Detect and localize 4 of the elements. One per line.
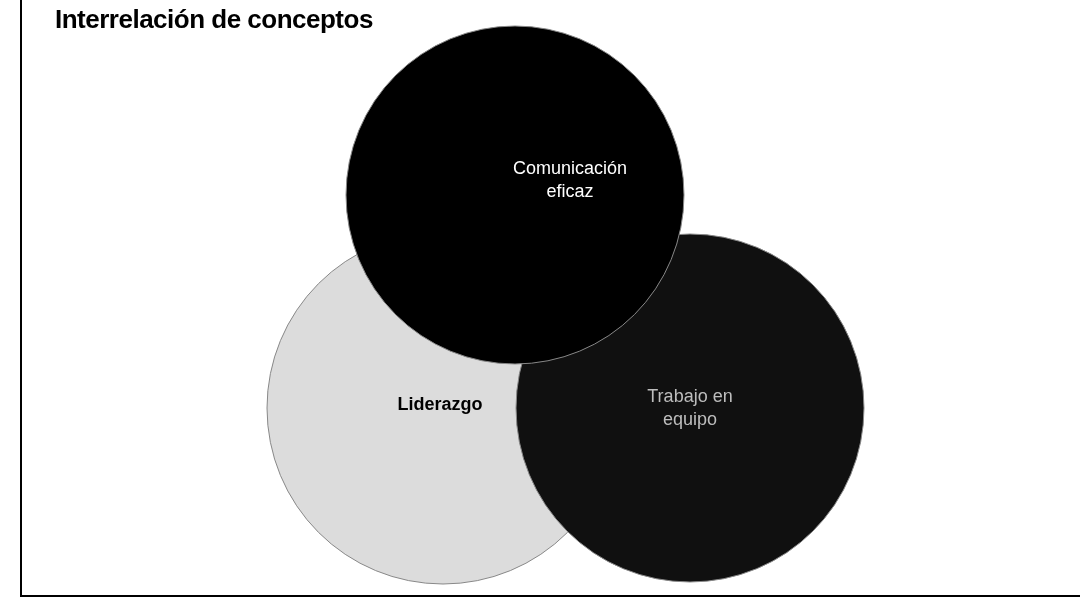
circle-label: Liderazgo <box>396 393 484 417</box>
diagram-title: Interrelación de conceptos <box>55 4 373 35</box>
circle-label: Comunicación eficaz <box>511 156 629 203</box>
circle-label: Trabajo en equipo <box>646 384 734 431</box>
